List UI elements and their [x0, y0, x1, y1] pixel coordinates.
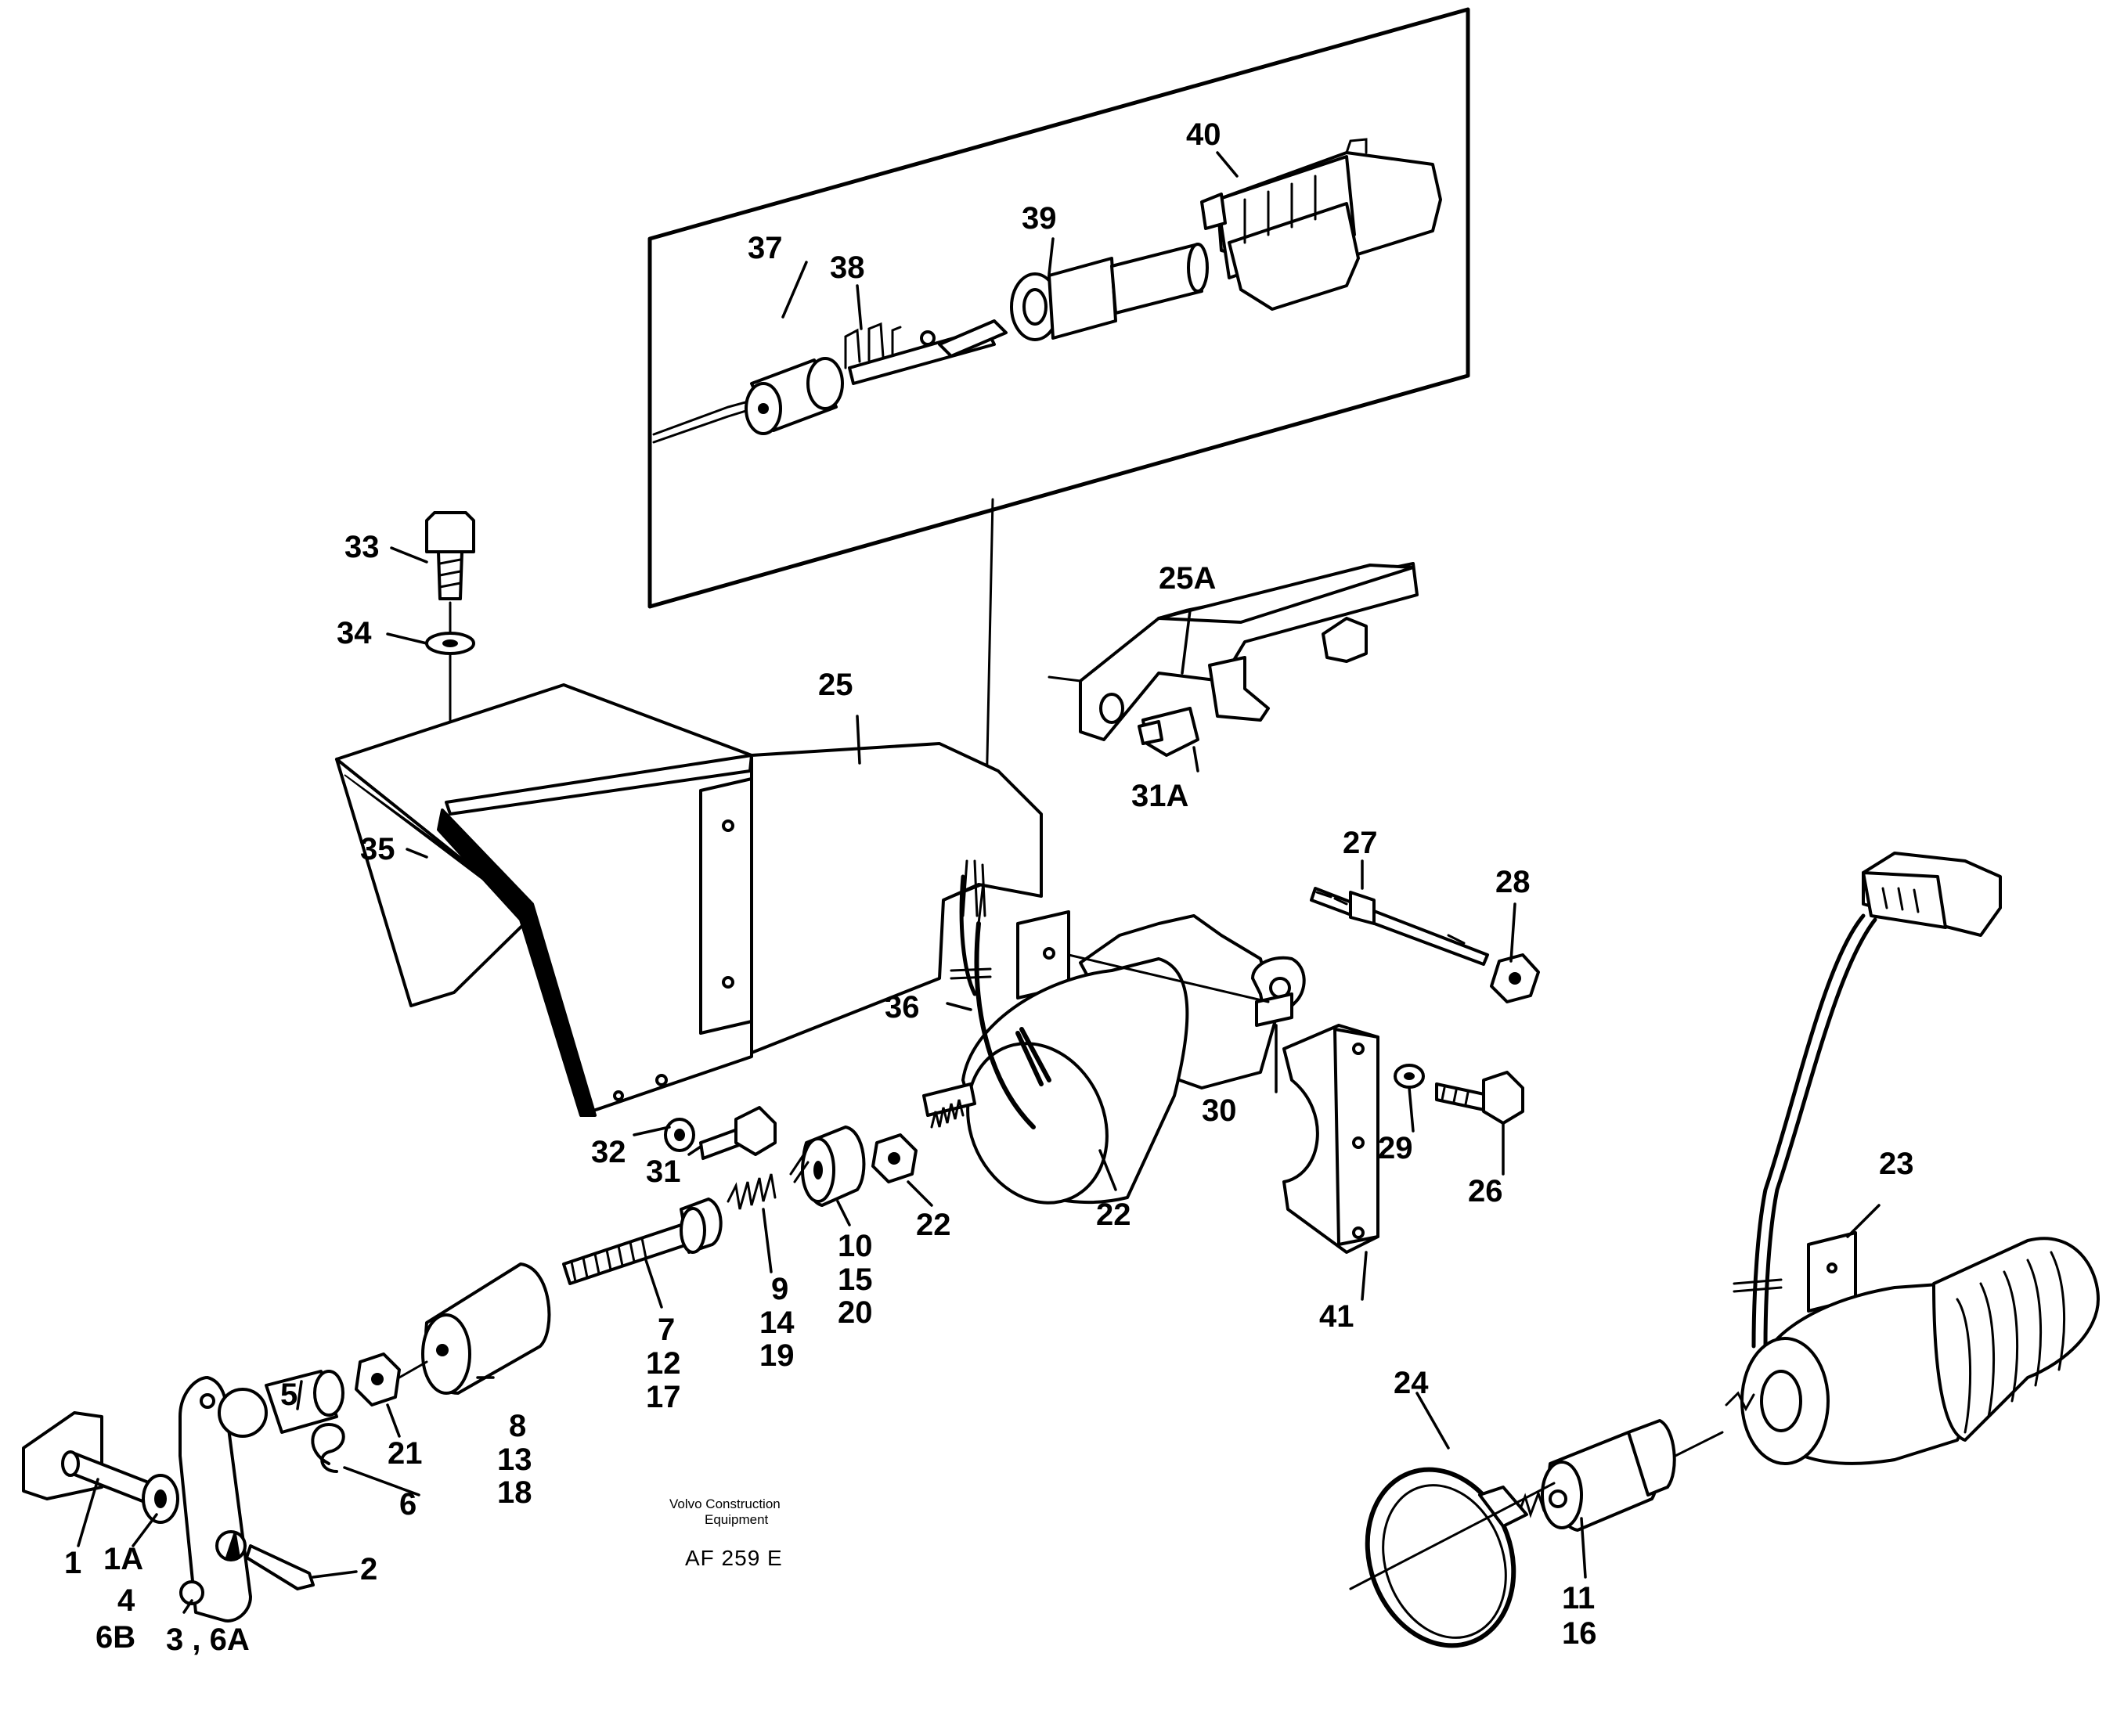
part-26-bolt [1435, 1071, 1524, 1125]
leader-lines [77, 151, 1881, 1614]
label-26: 26 [1468, 1174, 1503, 1208]
part-10-nozzle [789, 1126, 866, 1207]
part-36-cable [950, 859, 992, 996]
part-3-lever [179, 1376, 252, 1623]
label-12: 12 [646, 1346, 681, 1381]
part-number-labels: 33 34 35 25 25A 31A 27 28 36 30 29 26 41… [64, 117, 1914, 1657]
part-29-washer [1394, 1064, 1425, 1089]
label-32: 32 [591, 1135, 626, 1169]
label-10: 10 [838, 1229, 873, 1263]
part-40-connector-block [1200, 138, 1442, 311]
label-35: 35 [360, 832, 395, 866]
part-38-terminal [844, 319, 1008, 385]
label-30: 30 [1202, 1093, 1237, 1128]
label-3-6A: 3 , 6A [166, 1623, 250, 1657]
label-9: 9 [771, 1272, 788, 1306]
label-2: 2 [360, 1552, 377, 1587]
label-27: 27 [1343, 826, 1378, 860]
label-19: 19 [759, 1338, 795, 1373]
part-30-clip [1067, 953, 1306, 1027]
label-4: 4 [117, 1583, 135, 1618]
label-14: 14 [759, 1306, 795, 1340]
part-31-bolt [699, 1106, 777, 1160]
part-5-ball-joint [218, 1370, 344, 1438]
part-22-nut [871, 1133, 918, 1183]
part-27-stud [1310, 887, 1489, 966]
label-38: 38 [830, 250, 865, 285]
label-8: 8 [509, 1409, 526, 1443]
part-24-clamp [1349, 1467, 1556, 1648]
part-7-threaded-rod [562, 1198, 723, 1285]
label-18: 18 [497, 1475, 532, 1510]
label-17: 17 [646, 1380, 681, 1414]
label-11: 11 [1562, 1581, 1595, 1615]
part-11-plunger [1502, 1419, 1724, 1532]
label-41: 41 [1319, 1299, 1354, 1334]
company-name-line2: Equipment [705, 1512, 769, 1527]
part-6-spring-clip [311, 1422, 345, 1473]
part-9-spring [727, 1173, 777, 1210]
label-1: 1 [64, 1546, 81, 1580]
label-29: 29 [1378, 1131, 1413, 1165]
label-22-nut: 22 [916, 1208, 951, 1242]
connector-detail-inset [647, 7, 1470, 609]
label-13: 13 [497, 1442, 532, 1477]
label-5: 5 [280, 1378, 298, 1412]
part-8-coupling [421, 1262, 551, 1395]
part-25-cover [335, 683, 1043, 1117]
solenoid-spring [930, 1099, 965, 1129]
label-23: 23 [1879, 1147, 1914, 1181]
drawing-footer: Volvo Construction Equipment AF 259 E [669, 1496, 783, 1570]
part-37-sleeve [745, 357, 844, 435]
part-23-solenoid [1725, 852, 2100, 1465]
label-25A: 25A [1159, 561, 1216, 596]
company-name-line1: Volvo Construction [669, 1496, 781, 1511]
label-31: 31 [646, 1154, 681, 1189]
label-34: 34 [337, 616, 372, 650]
part-33-bolt [425, 511, 475, 600]
drawing-reference: AF 259 E [685, 1546, 783, 1570]
part-22-solenoid [922, 910, 1278, 1205]
label-21: 21 [388, 1436, 423, 1471]
label-6: 6 [399, 1487, 417, 1522]
label-20: 20 [838, 1295, 873, 1330]
part-21-nut [355, 1352, 401, 1406]
label-1A: 1A [103, 1542, 143, 1576]
part-25A-bracket [1048, 562, 1419, 741]
label-25: 25 [818, 668, 853, 702]
part-31A-bolt [1138, 707, 1199, 757]
label-16: 16 [1562, 1616, 1597, 1651]
label-33: 33 [344, 530, 380, 564]
label-36: 36 [885, 990, 920, 1025]
label-40: 40 [1186, 117, 1221, 152]
label-24: 24 [1394, 1366, 1429, 1400]
part-41-bracket [1282, 1024, 1379, 1254]
part-28-nut [1490, 953, 1540, 1003]
label-28: 28 [1495, 865, 1531, 899]
part-2-clip [245, 1544, 315, 1590]
part-32-washer [664, 1118, 695, 1152]
label-22-solenoid: 22 [1096, 1198, 1131, 1232]
part-34-washer [425, 632, 475, 655]
part-1-pin-bracket [22, 1411, 162, 1508]
label-37: 37 [748, 231, 783, 265]
label-39: 39 [1022, 201, 1057, 236]
label-6B: 6B [96, 1620, 135, 1655]
label-31A: 31A [1131, 779, 1188, 813]
label-7: 7 [658, 1313, 675, 1347]
part-39-pin-housing [1010, 243, 1209, 341]
label-15: 15 [838, 1262, 873, 1297]
part-1A-washer [142, 1474, 179, 1524]
